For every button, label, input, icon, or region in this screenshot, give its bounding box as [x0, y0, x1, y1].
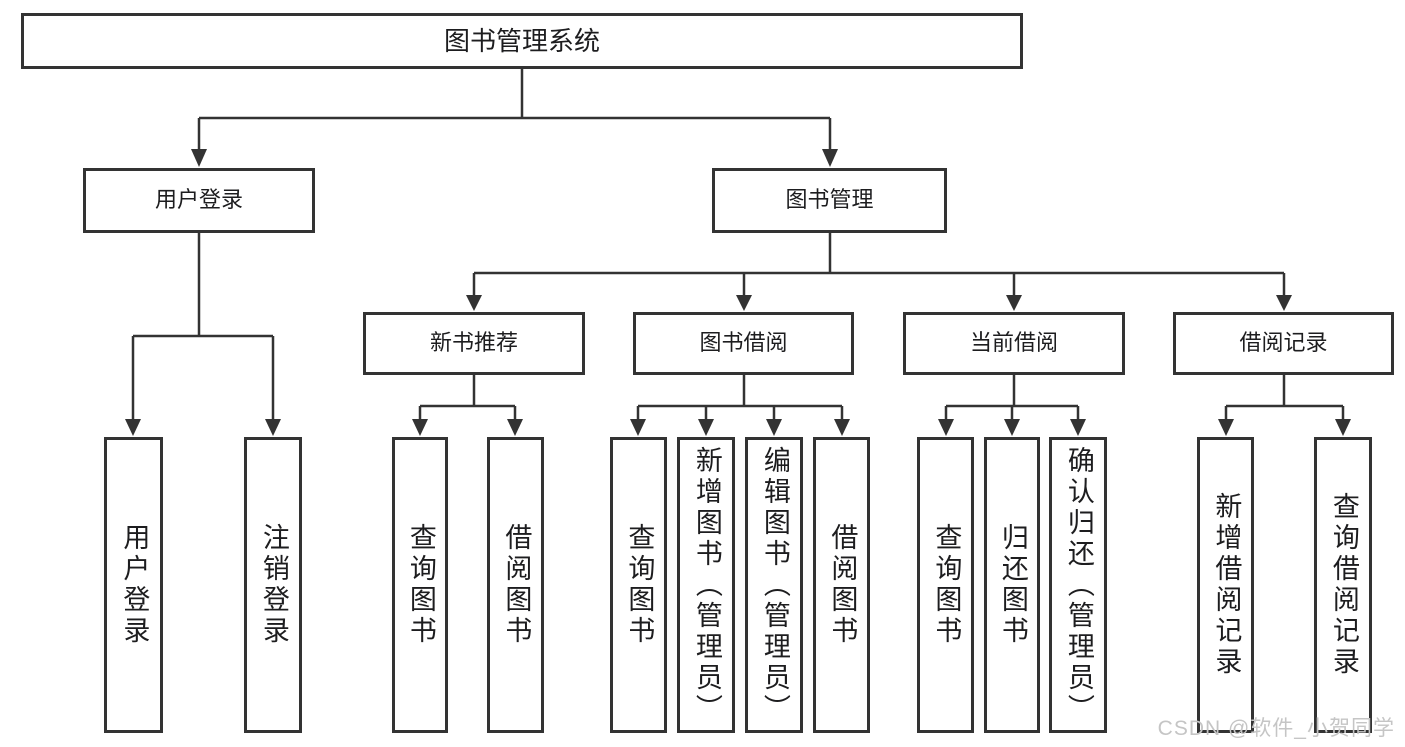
node-label: 用户登录 — [119, 523, 150, 647]
leaf-logout: 注销登录 — [244, 437, 302, 733]
node-label: 图书管理系统 — [443, 25, 600, 56]
node-label: 新增借阅记录 — [1211, 492, 1242, 678]
node-label: 图书管理 — [785, 187, 874, 213]
node-library-management-system: 图书管理系统 — [21, 13, 1023, 69]
node-label: 新增图书（管理员） — [691, 445, 722, 725]
node-current-borrow: 当前借阅 — [903, 312, 1125, 375]
node-label: 查询图书 — [931, 523, 962, 647]
node-label: 查询图书 — [624, 523, 655, 647]
leaf-query-books-current: 查询图书 — [917, 437, 974, 733]
leaf-user-login: 用户登录 — [104, 437, 163, 733]
leaf-edit-book-admin: 编辑图书（管理员） — [745, 437, 803, 733]
leaf-query-books-borrow: 查询图书 — [610, 437, 667, 733]
leaf-borrow-books: 借阅图书 — [813, 437, 870, 733]
leaf-add-book-admin: 新增图书（管理员） — [677, 437, 735, 733]
watermark: CSDN @软件_小贺同学 — [1157, 717, 1395, 740]
node-label: 用户登录 — [154, 187, 243, 213]
node-label: 借阅记录 — [1239, 330, 1328, 356]
leaf-query-books-recommend: 查询图书 — [392, 437, 448, 733]
leaf-query-borrow-record: 查询借阅记录 — [1314, 437, 1372, 733]
node-book-borrow: 图书借阅 — [633, 312, 854, 375]
node-label: 借阅图书 — [501, 523, 532, 647]
node-label: 借阅图书 — [827, 523, 858, 647]
node-label: 图书借阅 — [699, 330, 788, 356]
node-book-management: 图书管理 — [712, 168, 947, 233]
node-label: 新书推荐 — [429, 330, 518, 356]
leaf-return-book: 归还图书 — [984, 437, 1040, 733]
node-label: 编辑图书（管理员） — [759, 445, 790, 725]
node-user-login: 用户登录 — [83, 168, 315, 233]
node-label: 查询借阅记录 — [1328, 492, 1359, 678]
node-label: 确认归还（管理员） — [1063, 445, 1094, 725]
node-label: 归还图书 — [997, 523, 1028, 647]
node-label: 当前借阅 — [969, 330, 1058, 356]
leaf-add-borrow-record: 新增借阅记录 — [1197, 437, 1254, 733]
leaf-borrow-books-recommend: 借阅图书 — [487, 437, 544, 733]
node-borrow-records: 借阅记录 — [1173, 312, 1394, 375]
leaf-confirm-return-admin: 确认归还（管理员） — [1049, 437, 1107, 733]
node-label: 查询图书 — [405, 523, 436, 647]
node-new-book-recommend: 新书推荐 — [363, 312, 585, 375]
node-label: 注销登录 — [258, 523, 289, 647]
